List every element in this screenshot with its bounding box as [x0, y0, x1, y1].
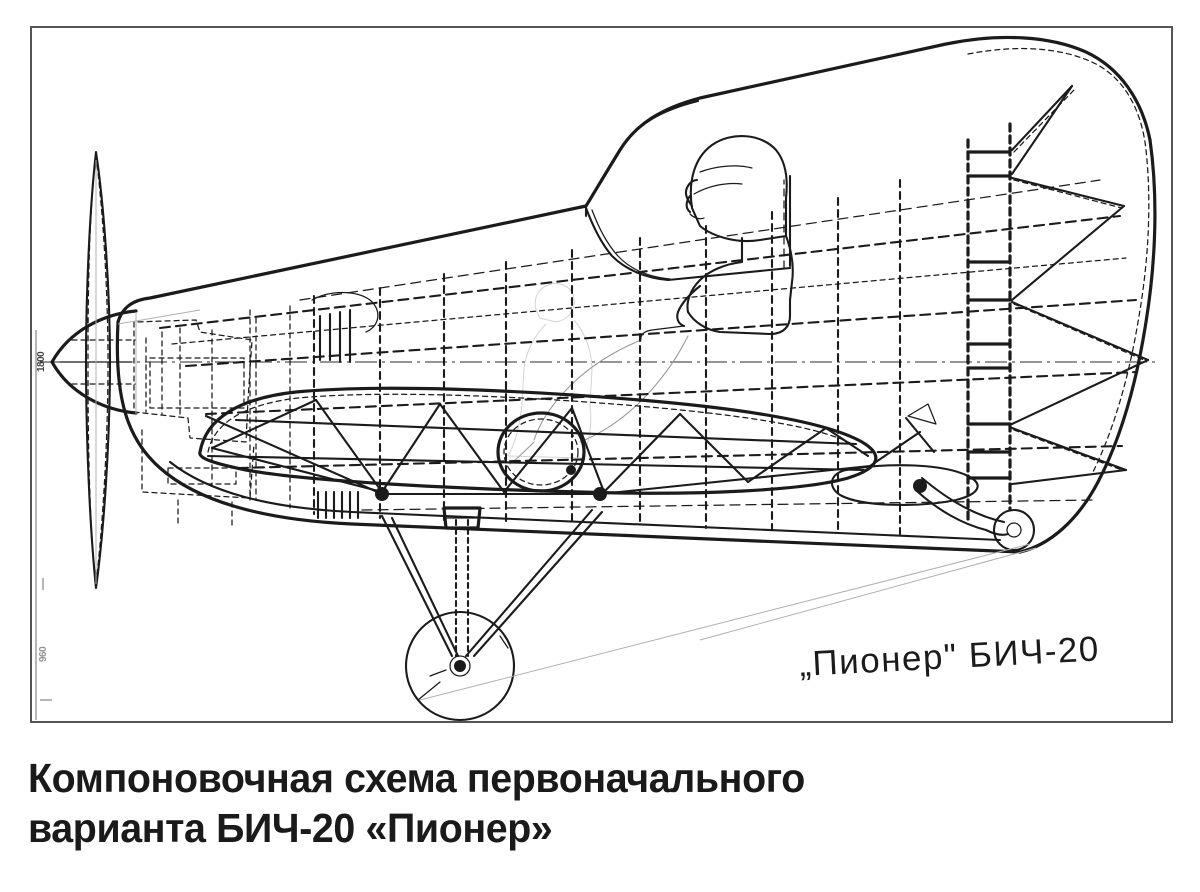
belly-secondary-line — [168, 460, 1002, 542]
fin-truss-bracing — [1010, 84, 1150, 486]
ghost-figure — [507, 283, 593, 459]
cooling-louvres — [316, 490, 360, 520]
construction-lines — [95, 160, 1037, 701]
rear-fairing — [830, 464, 979, 506]
fin-inner-outline — [967, 47, 1150, 475]
caption-line-2: варианта БИЧ-20 «Пионер» — [28, 805, 553, 851]
figure-caption: Компоновочная схема первоначального вари… — [0, 735, 1200, 892]
svg-text:960: 960 — [38, 646, 49, 662]
tail-skid — [913, 476, 1036, 552]
wing-truss — [206, 398, 870, 494]
rear-spar-ties — [966, 150, 1012, 480]
fuselage-outline — [115, 35, 1157, 554]
engine-bay-frames — [255, 305, 291, 509]
engine — [133, 319, 255, 527]
wing-section — [198, 386, 878, 495]
cockpit-canopy — [584, 99, 792, 282]
left-margin-marks: 1800 960 — [35, 330, 52, 720]
main-wheel — [404, 610, 516, 722]
plate-border — [30, 26, 1173, 723]
exhaust-stubs — [311, 291, 379, 364]
svg-text:1800: 1800 — [36, 351, 47, 372]
control-linkage — [204, 403, 937, 496]
structure-longerons — [158, 179, 1138, 511]
caption-line-1: Компоновочная схема первоначального — [28, 755, 805, 801]
landing-gear-struts — [375, 487, 607, 658]
drawing-plate: .ink { fill:none; stroke:#1b1b1b; } .hvy… — [30, 26, 1173, 723]
